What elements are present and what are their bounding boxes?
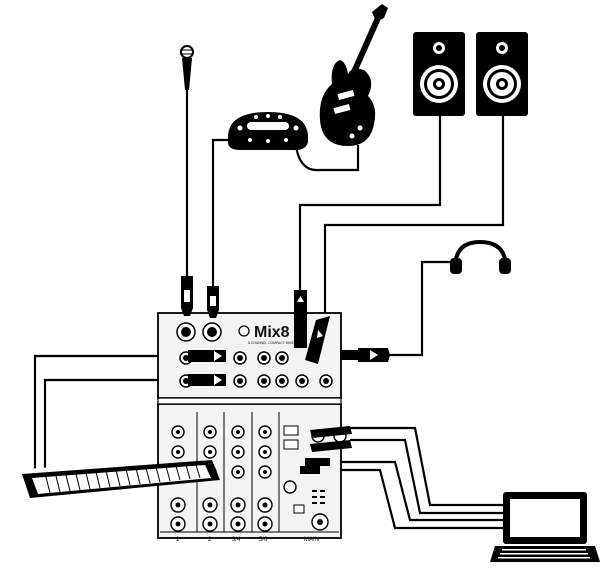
mixer-logo-text: Mix8 bbox=[254, 324, 290, 341]
monitor-left-cable bbox=[298, 115, 442, 290]
headphones-icon bbox=[450, 239, 511, 274]
strip-label-1: 1 bbox=[176, 537, 180, 543]
pedal-cable bbox=[211, 138, 230, 288]
keyboard-icon bbox=[22, 460, 220, 498]
mixer-knob-centers bbox=[175, 430, 323, 527]
laptop-icon bbox=[490, 492, 600, 562]
laptop-cable-2 bbox=[350, 438, 505, 515]
studio-monitor-left-icon bbox=[413, 32, 465, 116]
studio-monitor-right-icon bbox=[476, 32, 528, 116]
monitor-right-cable bbox=[323, 115, 505, 318]
strip-label-5-6: 5/6 bbox=[259, 537, 268, 543]
headphones-cable bbox=[388, 260, 462, 357]
laptop-cable-4 bbox=[320, 468, 505, 530]
keyboard-cable-right bbox=[43, 378, 190, 468]
mixer-logo: Mix8 8-CHANNEL COMPACT MIXER bbox=[238, 324, 297, 345]
strip-label-3-4: 3/4 bbox=[232, 537, 241, 543]
microphone-icon bbox=[180, 45, 194, 90]
laptop-cable-1 bbox=[350, 426, 505, 507]
strip-label-2: 2 bbox=[208, 537, 212, 543]
guitar-cable bbox=[294, 145, 360, 172]
mixer-subtitle: 8-CHANNEL COMPACT MIXER bbox=[248, 341, 297, 345]
mixer-main-section bbox=[283, 425, 352, 514]
cables bbox=[33, 90, 505, 530]
connector-plugs bbox=[181, 276, 390, 386]
guitar-pedal-icon bbox=[228, 112, 308, 150]
mixer-strip-labels: 1 2 3/4 5/6 MAIN bbox=[176, 537, 319, 543]
strip-label-main: MAIN bbox=[304, 537, 319, 543]
laptop-cable-3 bbox=[330, 460, 505, 522]
keyboard-cable-left bbox=[33, 354, 190, 470]
electric-guitar-icon bbox=[319, 4, 388, 146]
